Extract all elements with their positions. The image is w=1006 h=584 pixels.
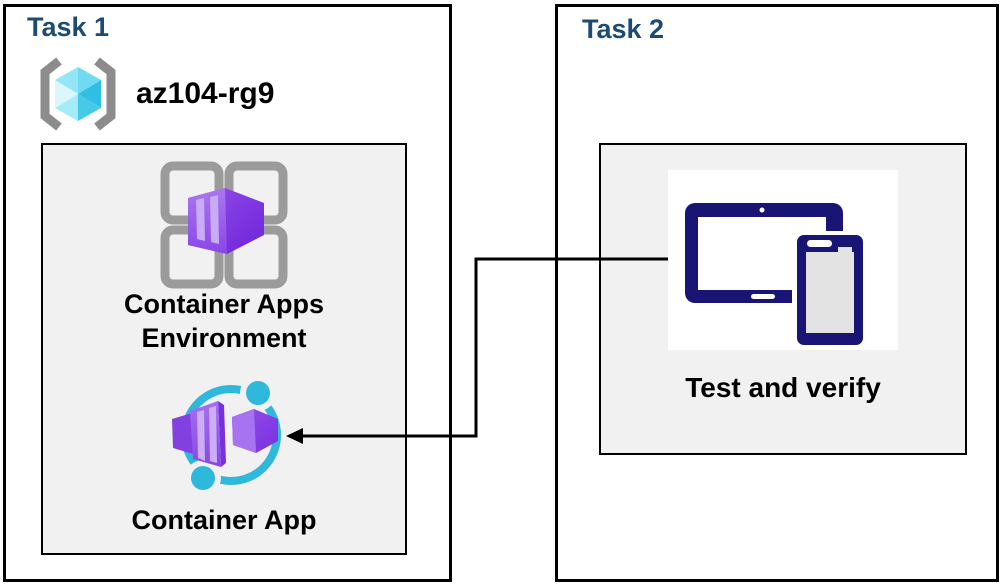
task1-title: Task 1 [27,12,110,42]
container-app-icon [172,377,281,496]
test-and-verify-label: Test and verify [685,372,881,403]
task1-inner-box: Container Apps Environment [41,143,407,555]
task2-inner-box: Test and verify [599,143,967,455]
resource-group-row: az104-rg9 [34,56,274,132]
container-apps-environment-icon [160,161,288,289]
container-apps-environment-label: Container Apps Environment [123,289,324,353]
devices-icon-box [668,170,898,350]
task2-title: Task 2 [582,14,665,44]
task1-box: Task 1 az104-rg9 [3,4,452,582]
task2-box: Task 2 Test and verify [555,4,999,582]
container-app-label: Container App [131,505,317,535]
resource-group-name: az104-rg9 [136,77,275,110]
resource-group-icon [40,57,116,131]
tablet-and-phone-icon [668,170,898,350]
